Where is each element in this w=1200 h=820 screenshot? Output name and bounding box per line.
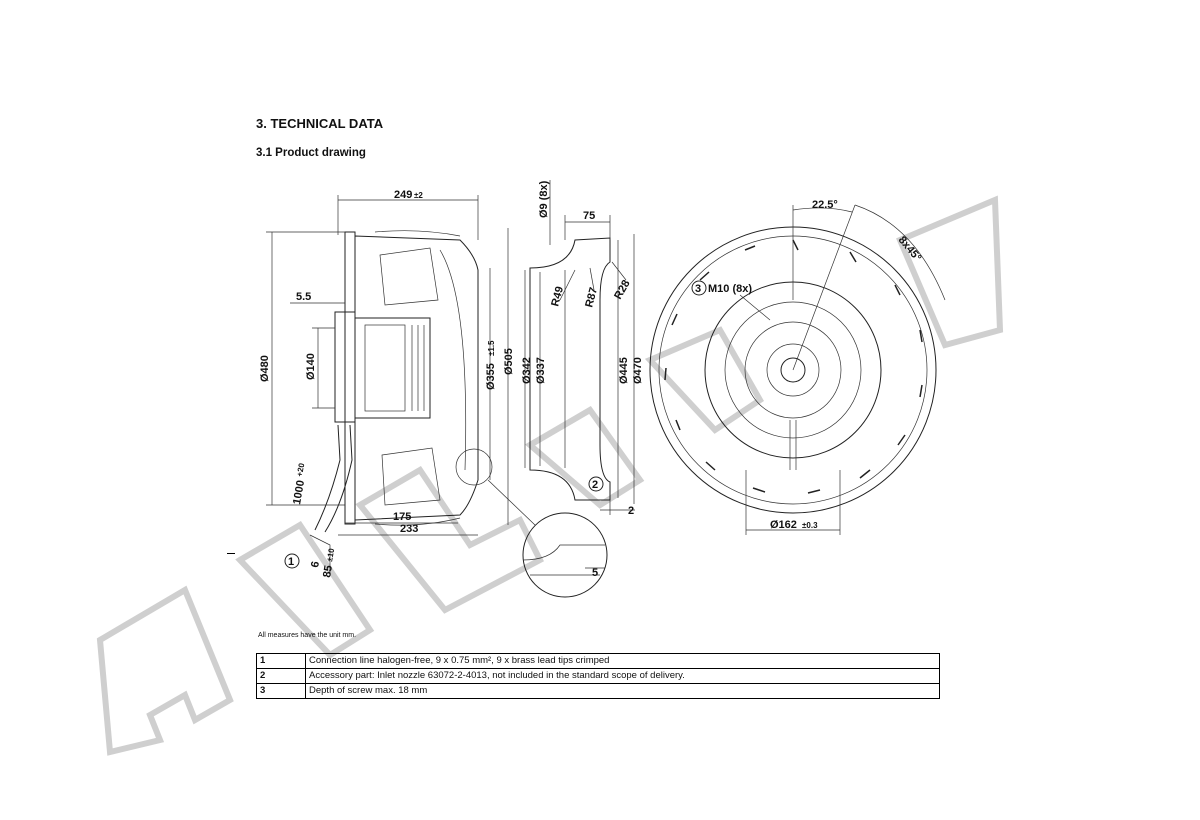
callout-3: 3 — [695, 283, 701, 295]
section-title: 3. TECHNICAL DATA — [256, 116, 384, 131]
dim-r28: R28 — [612, 278, 632, 301]
callout-1: 1 — [288, 556, 294, 568]
angle-22-5: 22.5° — [812, 199, 838, 211]
dim-480: Ø480 — [259, 355, 271, 382]
dim-505: Ø505 — [503, 348, 515, 375]
dim-162-tol: ±0.3 — [802, 521, 818, 530]
dim-342: Ø342 — [521, 357, 533, 384]
legend-num: 1 — [256, 653, 306, 669]
front-view: 22.5° 8x45° 3 M10 (8x) Ø162 ±0.3 — [649, 199, 946, 535]
dim-75: 75 — [583, 210, 595, 222]
dim-445: Ø445 — [618, 357, 630, 384]
dim-470: Ø470 — [632, 357, 644, 384]
dim-85: 85 — [321, 564, 335, 578]
dim-1000-tol: +20 — [295, 462, 306, 477]
legend-text: Depth of screw max. 18 mm — [305, 683, 940, 699]
dim-r49: R49 — [549, 285, 566, 308]
table-row: 2 Accessory part: Inlet nozzle 63072-2-4… — [256, 668, 940, 684]
dim-r87: R87 — [583, 286, 600, 309]
blade-marks — [664, 239, 923, 494]
dim-5: 5 — [592, 567, 598, 579]
callout-2: 2 — [592, 479, 598, 491]
dim-233: 233 — [400, 523, 418, 535]
margin-tick — [227, 553, 235, 554]
dim-5-5: 5.5 — [296, 291, 311, 303]
dim-140: Ø140 — [305, 353, 317, 380]
dim-355: Ø355 — [485, 363, 497, 390]
legend-num: 3 — [256, 683, 306, 699]
dim-85-tol: ±10 — [325, 547, 336, 562]
dim-249: 249 — [394, 189, 412, 201]
watermark-logo — [96, 195, 1004, 756]
side-view: 249 ±2 Ø480 5.5 Ø140 Ø355 ±1.5 Ø505 175 … — [259, 189, 515, 579]
legend-num: 2 — [256, 668, 306, 684]
units-note: All measures have the unit mm. — [258, 632, 357, 639]
subsection-title: 3.1 Product drawing — [256, 147, 366, 159]
dim-162: Ø162 — [770, 519, 797, 531]
thread-m10: M10 (8x) — [708, 283, 752, 295]
dim-6: 6 — [309, 560, 322, 568]
dim-hole: Ø9 (8x) — [538, 180, 550, 218]
legend-text: Accessory part: Inlet nozzle 63072-2-401… — [305, 668, 940, 684]
dim-175: 175 — [393, 511, 411, 523]
dim-1000: 1000 — [291, 479, 307, 505]
table-row: 1 Connection line halogen-free, 9 x 0.75… — [256, 653, 940, 669]
legend-table: 1 Connection line halogen-free, 9 x 0.75… — [256, 653, 940, 699]
table-row: 3 Depth of screw max. 18 mm — [256, 683, 940, 699]
dim-2: 2 — [628, 505, 634, 517]
dim-337: Ø337 — [535, 357, 547, 384]
dim-249-tol: ±2 — [414, 191, 423, 200]
legend-text: Connection line halogen-free, 9 x 0.75 m… — [305, 653, 940, 669]
dim-355-tol: ±1.5 — [487, 340, 496, 356]
